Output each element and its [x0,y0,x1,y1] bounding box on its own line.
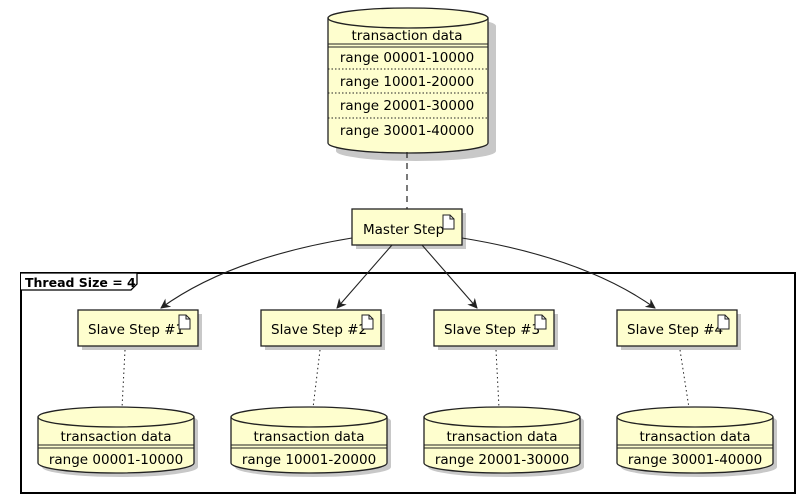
database-slave-4: transaction data range 30001-40000 [616,406,777,477]
document-icon [442,214,455,230]
master-step: Master Step [351,208,466,249]
database-slave-3-range: range 20001-30000 [435,452,569,468]
document-icon [178,314,191,330]
database-top: transaction data range 00001-10000 range… [327,7,496,161]
slave-step-3-label: Slave Step #3 [444,322,540,338]
document-icon [717,314,730,330]
arrow-to-slave-2 [336,244,393,309]
slave-step-1-label: Slave Step #1 [88,322,184,338]
database-top-range-3: range 20001-30000 [340,98,474,114]
database-slave-4-title: transaction data [640,429,751,445]
database-slave-2-title: transaction data [254,429,365,445]
document-icon [534,314,547,330]
slave-step-4: Slave Step #4 [616,309,741,350]
arrow-to-slave-4 [461,237,656,309]
database-top-range-4: range 30001-40000 [340,123,474,139]
document-icon [361,314,374,330]
connector-slave-3-db [495,349,500,409]
database-top-range-2: range 10001-20000 [340,74,474,90]
slave-step-2-label: Slave Step #2 [271,322,367,338]
connector-slave-1-db [121,349,126,409]
arrow-to-slave-3 [421,244,478,309]
database-slave-4-range: range 30001-40000 [628,452,762,468]
database-slave-3-title: transaction data [447,429,558,445]
connector-slave-2-db [312,349,321,409]
slave-step-2: Slave Step #2 [260,309,385,350]
connector-slave-4-db [679,349,690,409]
database-slave-3: transaction data range 20001-30000 [423,406,584,477]
slave-step-3: Slave Step #3 [433,309,558,350]
arrow-to-slave-1 [160,237,353,309]
database-slave-1-title: transaction data [61,429,172,445]
master-step-label: Master Step [363,222,444,238]
thread-frame-title: Thread Size = 4 [25,275,136,290]
database-top-title: transaction data [352,28,463,44]
database-slave-2: transaction data range 10001-20000 [230,406,391,477]
arrows [160,237,656,309]
database-slave-2-range: range 10001-20000 [242,452,376,468]
slave-step-4-label: Slave Step #4 [627,322,723,338]
database-slave-1-range: range 00001-10000 [49,452,183,468]
slave-step-1: Slave Step #1 [77,309,202,350]
database-slave-1: transaction data range 00001-10000 [37,406,198,477]
database-top-range-1: range 00001-10000 [340,50,474,66]
thread-frame: Thread Size = 4 [20,272,796,494]
